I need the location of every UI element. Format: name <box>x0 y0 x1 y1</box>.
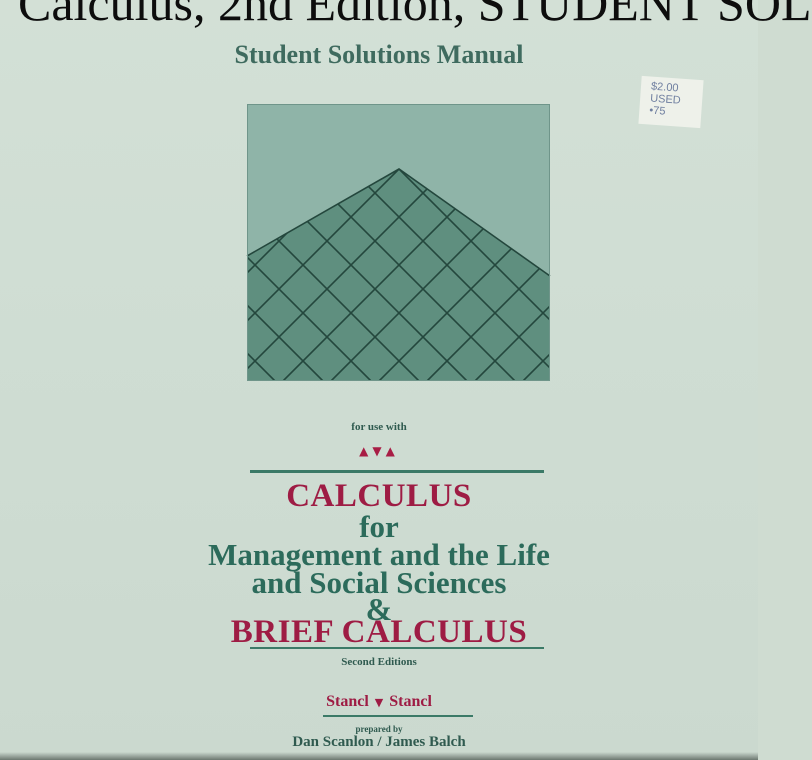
title-bottom-rule <box>250 647 544 649</box>
title-top-rule <box>250 470 544 473</box>
price-sticker-line: •75 <box>648 104 666 118</box>
title-ampersand: & <box>365 591 393 627</box>
prepared-by-label: prepared by <box>355 724 403 734</box>
overlay-title: Calculus, 2nd Edition, STUDENT SOL <box>18 0 812 31</box>
title-management-line: Management and the Life <box>208 537 550 572</box>
authors: Stancl ▼ Stancl <box>0 693 758 711</box>
preparers: Dan Scanlon / James Balch <box>292 734 466 750</box>
edition-label: Second Editions <box>341 656 417 668</box>
for-use-with-label: for use with <box>351 421 407 433</box>
title-social-sciences-line: and Social Sciences <box>251 565 507 600</box>
author-name: Stancl <box>389 693 432 710</box>
cover-lattice-artwork <box>246 104 551 381</box>
triangle-ornament: ▲▼▲ <box>359 444 399 458</box>
author-name: Stancl <box>326 693 369 710</box>
manual-title: Student Solutions Manual <box>234 40 524 69</box>
artwork-pyramid <box>247 169 550 381</box>
artwork-border <box>247 104 550 381</box>
title-for: for <box>359 509 399 544</box>
author-separator-icon: ▼ <box>374 696 384 709</box>
artwork-pyramid-edge <box>246 168 551 277</box>
bottom-edge-shadow <box>0 752 758 760</box>
title-brief-calculus: BRIEF CALCULUS <box>230 614 528 650</box>
authors-underline <box>323 715 473 717</box>
price-sticker: $2.00 USED •75 <box>638 75 704 129</box>
title-calculus: CALCULUS <box>286 478 472 514</box>
